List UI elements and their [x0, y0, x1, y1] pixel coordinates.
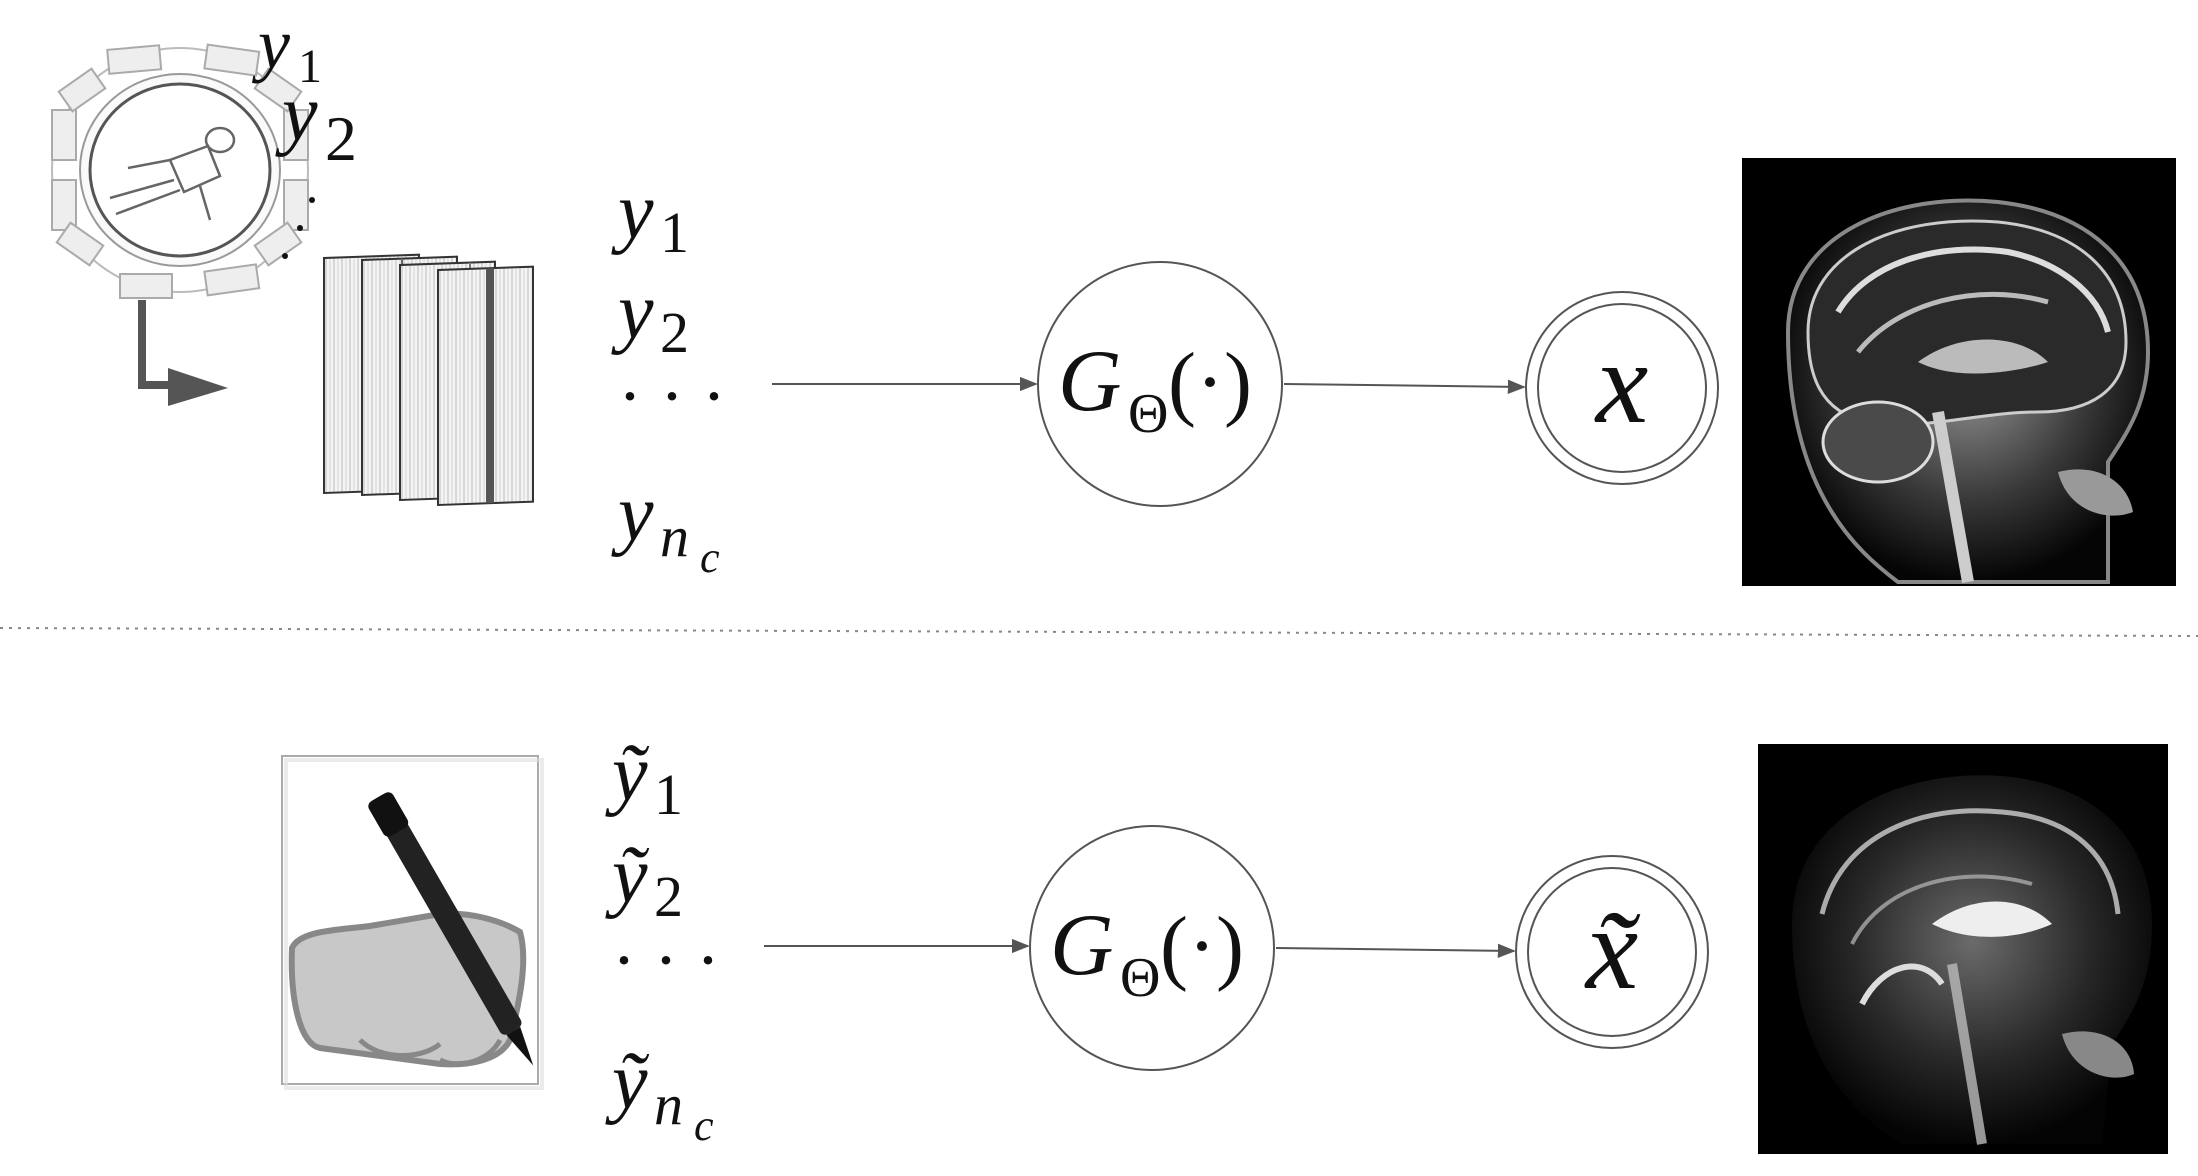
- svg-text:· · ·: · · ·: [612, 920, 720, 1000]
- svg-text:2: 2: [660, 300, 689, 365]
- svg-text:G: G: [1050, 897, 1114, 994]
- top-operator-node: G Θ (·): [1037, 261, 1283, 507]
- svg-text:2: 2: [325, 103, 357, 174]
- svg-text:Θ: Θ: [1120, 947, 1160, 1009]
- bottom-output-arrow: [1275, 943, 1516, 958]
- top-measurement-y1: y 1: [611, 168, 689, 265]
- bottom-measurement-y2: ỹ 2: [605, 832, 683, 929]
- k-space-slices-icon: [323, 253, 534, 507]
- svg-text:x̃: x̃: [1584, 883, 1641, 1014]
- bottom-output-node: x̃: [1515, 855, 1709, 1049]
- bottom-measurement-ellipsis: · · ·: [612, 920, 720, 1000]
- svg-text:n: n: [660, 504, 689, 569]
- svg-text:(·): (·): [1160, 900, 1244, 993]
- svg-text:c: c: [694, 1101, 714, 1150]
- scanner-label-y1: y 1: [251, 4, 322, 93]
- top-output-arrow: [1283, 379, 1526, 394]
- top-measurement-ellipsis: · · ·: [618, 356, 726, 436]
- svg-text:ỹ: ỹ: [605, 1038, 650, 1126]
- hand-writing-icon: [281, 755, 544, 1090]
- top-output-node: x: [1525, 291, 1719, 485]
- svg-text:x: x: [1594, 317, 1648, 448]
- svg-text:y: y: [611, 470, 654, 558]
- svg-text:1: 1: [298, 40, 322, 93]
- bottom-measurement-y1: ỹ 1: [605, 730, 683, 827]
- svg-text:ỹ: ỹ: [605, 832, 650, 920]
- brain-mri-image: [1742, 158, 2176, 586]
- svg-text:y: y: [251, 4, 290, 84]
- svg-text:(·): (·): [1168, 336, 1252, 429]
- svg-text:y: y: [611, 168, 654, 256]
- svg-text:Θ: Θ: [1128, 383, 1168, 445]
- svg-text:2: 2: [654, 864, 683, 929]
- brain-mri-reconstruction-image: [1758, 744, 2168, 1154]
- top-measurement-y2: y 2: [611, 268, 689, 365]
- top-measurement-ync: y n c: [611, 470, 720, 582]
- svg-text:G: G: [1058, 333, 1122, 430]
- svg-text:y: y: [611, 268, 654, 356]
- svg-text:1: 1: [660, 200, 689, 265]
- svg-text:y: y: [275, 70, 318, 158]
- svg-text:n: n: [654, 1072, 683, 1137]
- svg-text:c: c: [700, 533, 720, 582]
- scanner-label-y2: y 2: [275, 70, 357, 174]
- svg-text:1: 1: [654, 762, 683, 827]
- svg-text:· · ·: · · ·: [618, 356, 726, 436]
- mri-scanner-icon: [51, 43, 315, 406]
- bottom-measurement-ync: ỹ n c: [605, 1038, 714, 1150]
- svg-text:ỹ: ỹ: [605, 730, 650, 818]
- row-divider: [0, 627, 2198, 637]
- bottom-operator-node: G Θ (·): [1029, 825, 1275, 1071]
